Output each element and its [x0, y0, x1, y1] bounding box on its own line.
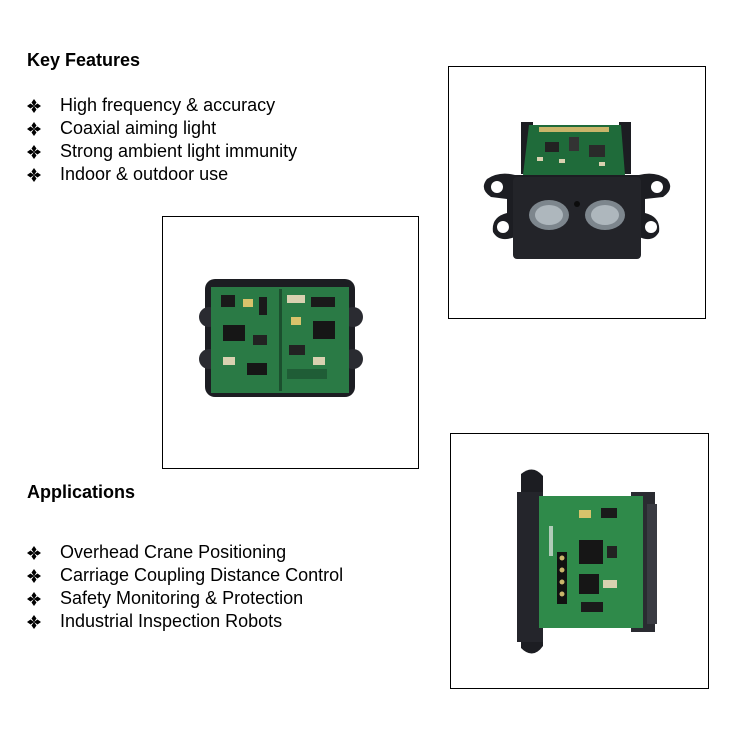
key-features-list: High frequency & accuracy Coaxial aiming… [27, 94, 297, 186]
diamond-bullet-icon [27, 98, 60, 113]
list-item: Coaxial aiming light [27, 117, 297, 140]
list-item: Overhead Crane Positioning [27, 541, 343, 564]
diamond-bullet-icon [27, 167, 60, 182]
diamond-bullet-icon [27, 545, 60, 560]
feature-text: Indoor & outdoor use [60, 164, 229, 184]
list-item: High frequency & accuracy [27, 94, 297, 117]
list-item: Industrial Inspection Robots [27, 610, 343, 633]
feature-text: Coaxial aiming light [60, 118, 217, 138]
feature-text: Strong ambient light immunity [60, 141, 298, 161]
sensor-module-top-illustration [517, 469, 657, 654]
application-text: Safety Monitoring & Protection [60, 588, 304, 608]
diamond-bullet-icon [27, 144, 60, 159]
sensor-module-back-illustration [199, 279, 363, 397]
diamond-bullet-icon [27, 614, 60, 629]
application-text: Overhead Crane Positioning [60, 542, 287, 562]
sensor-module-top-photo [450, 433, 709, 689]
feature-text: High frequency & accuracy [60, 95, 276, 115]
application-text: Industrial Inspection Robots [60, 611, 283, 631]
applications-list: Overhead Crane Positioning Carriage Coup… [27, 541, 343, 633]
application-text: Carriage Coupling Distance Control [60, 565, 344, 585]
sensor-module-back-photo [162, 216, 419, 469]
diamond-bullet-icon [27, 591, 60, 606]
list-item: Indoor & outdoor use [27, 163, 297, 186]
applications-heading: Applications [27, 482, 136, 502]
key-features-heading: Key Features [27, 50, 141, 70]
list-item: Carriage Coupling Distance Control [27, 564, 343, 587]
diamond-bullet-icon [27, 568, 60, 583]
list-item: Safety Monitoring & Protection [27, 587, 343, 610]
diamond-bullet-icon [27, 121, 60, 136]
sensor-module-front-photo [448, 66, 706, 319]
sensor-module-front-illustration [483, 122, 671, 259]
list-item: Strong ambient light immunity [27, 140, 297, 163]
